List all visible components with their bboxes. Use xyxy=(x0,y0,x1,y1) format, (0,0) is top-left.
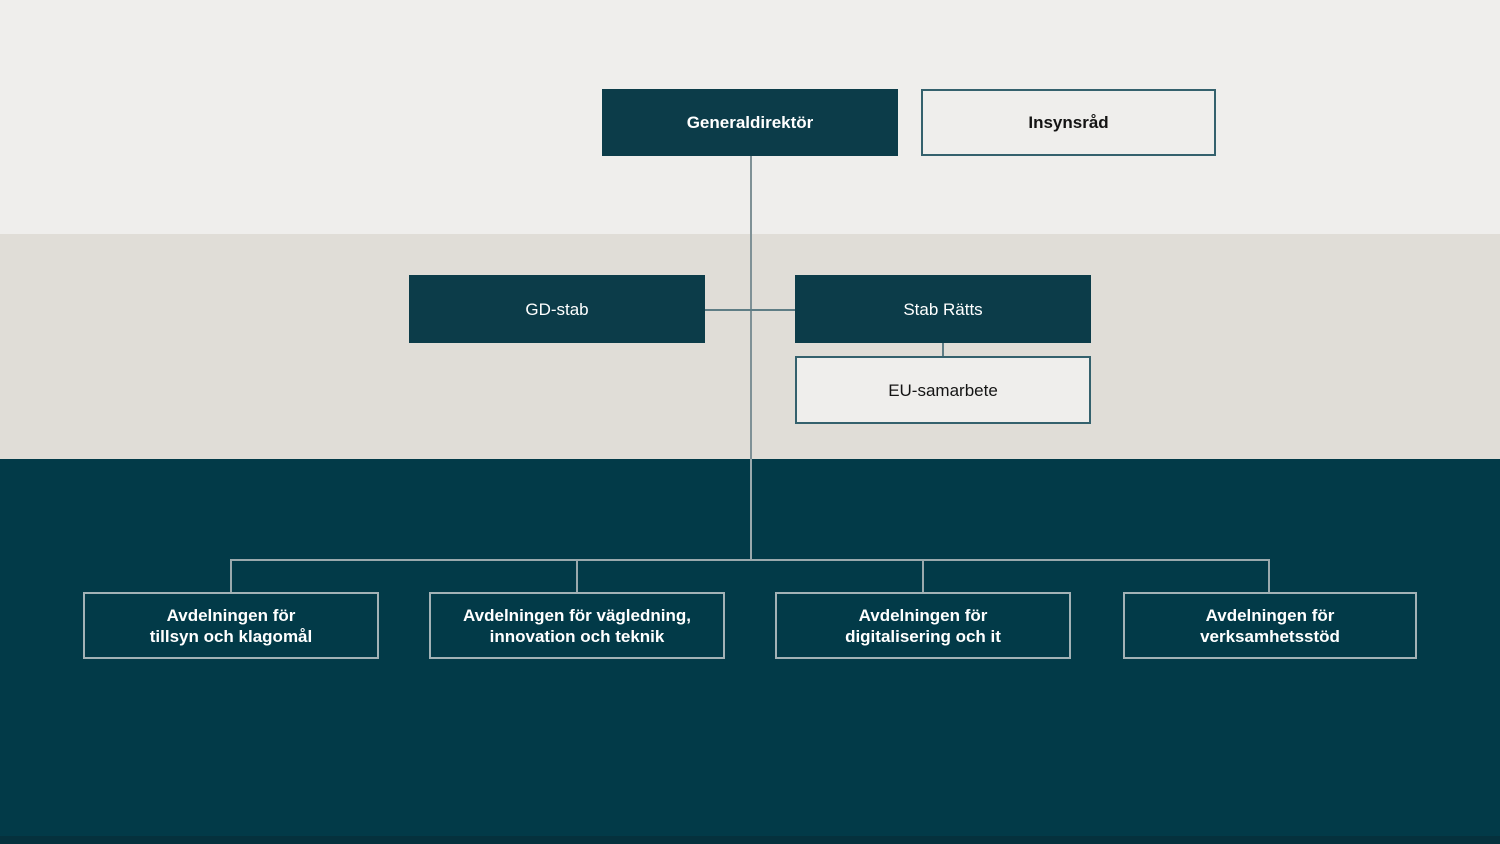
connector-stabratts-eusamarbete xyxy=(942,343,944,356)
org-node-dept-verksamhetsstod: Avdelningen för verksamhetsstöd xyxy=(1123,592,1417,659)
org-node-label-line2: digitalisering och it xyxy=(845,626,1001,646)
connector-drop-dept-3 xyxy=(922,561,924,592)
connector-departments-horizontal xyxy=(230,559,1270,561)
org-node-label-line1: Avdelningen för vägledning, xyxy=(463,605,691,625)
connector-gdstab-stabratts xyxy=(705,309,795,311)
connector-drop-dept-4 xyxy=(1268,561,1270,592)
org-node-insynsrad: Insynsråd xyxy=(921,89,1216,156)
org-node-label-line2: tillsyn och klagomål xyxy=(149,626,313,646)
org-node-dept-vagledning: Avdelningen för vägledning, innovation o… xyxy=(429,592,725,659)
org-node-eu-samarbete: EU-samarbete xyxy=(795,356,1091,424)
org-node-label: GD-stab xyxy=(525,299,589,319)
org-node-stab-ratts: Stab Rätts xyxy=(795,275,1091,343)
org-node-label-line1: Avdelningen för xyxy=(166,605,296,625)
connector-drop-dept-2 xyxy=(576,561,578,592)
org-node-label-line2: verksamhetsstöd xyxy=(1200,626,1340,646)
org-node-gd-stab: GD-stab xyxy=(409,275,705,343)
org-node-label-line1: Avdelningen för xyxy=(1205,605,1335,625)
org-node-dept-digitalisering: Avdelningen för digitalisering och it xyxy=(775,592,1071,659)
org-node-label-line1: Avdelningen för xyxy=(858,605,988,625)
org-node-label-line2: innovation och teknik xyxy=(489,626,665,646)
org-node-label: EU-samarbete xyxy=(888,380,998,400)
connector-drop-dept-1 xyxy=(230,561,232,592)
org-node-label: Insynsråd xyxy=(1028,113,1109,132)
connector-main-vertical-lower xyxy=(750,459,752,561)
org-node-label: Stab Rätts xyxy=(903,299,983,319)
connector-main-vertical-upper xyxy=(750,156,752,459)
background-footer-strip xyxy=(0,836,1500,844)
org-node-generaldirektor: Generaldirektör xyxy=(602,89,898,156)
org-node-label: Generaldirektör xyxy=(686,113,814,132)
org-node-dept-tillsyn: Avdelningen för tillsyn och klagomål xyxy=(83,592,379,659)
